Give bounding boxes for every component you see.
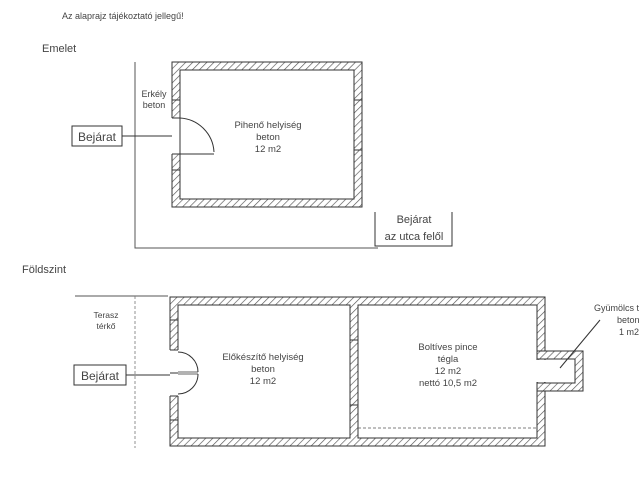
prep-room-area: 12 m2 — [250, 376, 276, 387]
cellar-material: tégla — [438, 354, 459, 365]
fruit-store-area: 1 m2 — [619, 327, 639, 337]
balcony-label-1: Erkély — [141, 89, 167, 99]
street-entrance-frame — [374, 212, 453, 247]
upper-door-swing — [179, 117, 215, 153]
rest-room-name: Pihenő helyiség — [234, 120, 301, 131]
fruit-store-name: Gyümölcs t — [594, 303, 640, 313]
ground-building-walls — [169, 296, 546, 447]
ground-door-swing-bottom — [177, 373, 199, 395]
prep-room-material: beton — [251, 364, 275, 375]
balcony-label-2: beton — [143, 100, 166, 110]
ground-door-swing-top — [177, 351, 199, 373]
upper-boundary-line — [134, 62, 378, 249]
terrace-label-2: térkő — [97, 321, 116, 331]
ground-entrance-label: Bejárat — [81, 369, 120, 383]
upper-entrance-label: Bejárat — [78, 130, 117, 144]
street-entrance-label-2: az utca felől — [385, 231, 444, 243]
prep-room-name: Előkészítő helyiség — [222, 352, 303, 363]
upper-door-opening — [171, 118, 181, 154]
fruit-store-material: beton — [617, 315, 640, 325]
street-entrance-label-1: Bejárat — [397, 214, 432, 226]
fruit-store-pointer — [559, 319, 601, 369]
rest-room-material: beton — [256, 132, 280, 143]
upper-floor-title: Emelet — [42, 43, 76, 55]
rest-room-area: 12 m2 — [255, 144, 281, 155]
cellar-name: Boltíves pince — [418, 342, 477, 353]
cellar-area: 12 m2 — [435, 366, 461, 377]
terrace-label-1: Terasz — [93, 310, 118, 320]
cellar-net-area: nettó 10,5 m2 — [419, 378, 477, 389]
disclaimer-note: Az alaprajz tájékoztató jellegű! — [62, 11, 184, 21]
ground-floor-title: Földszint — [22, 264, 66, 276]
upper-room-walls — [171, 61, 363, 208]
